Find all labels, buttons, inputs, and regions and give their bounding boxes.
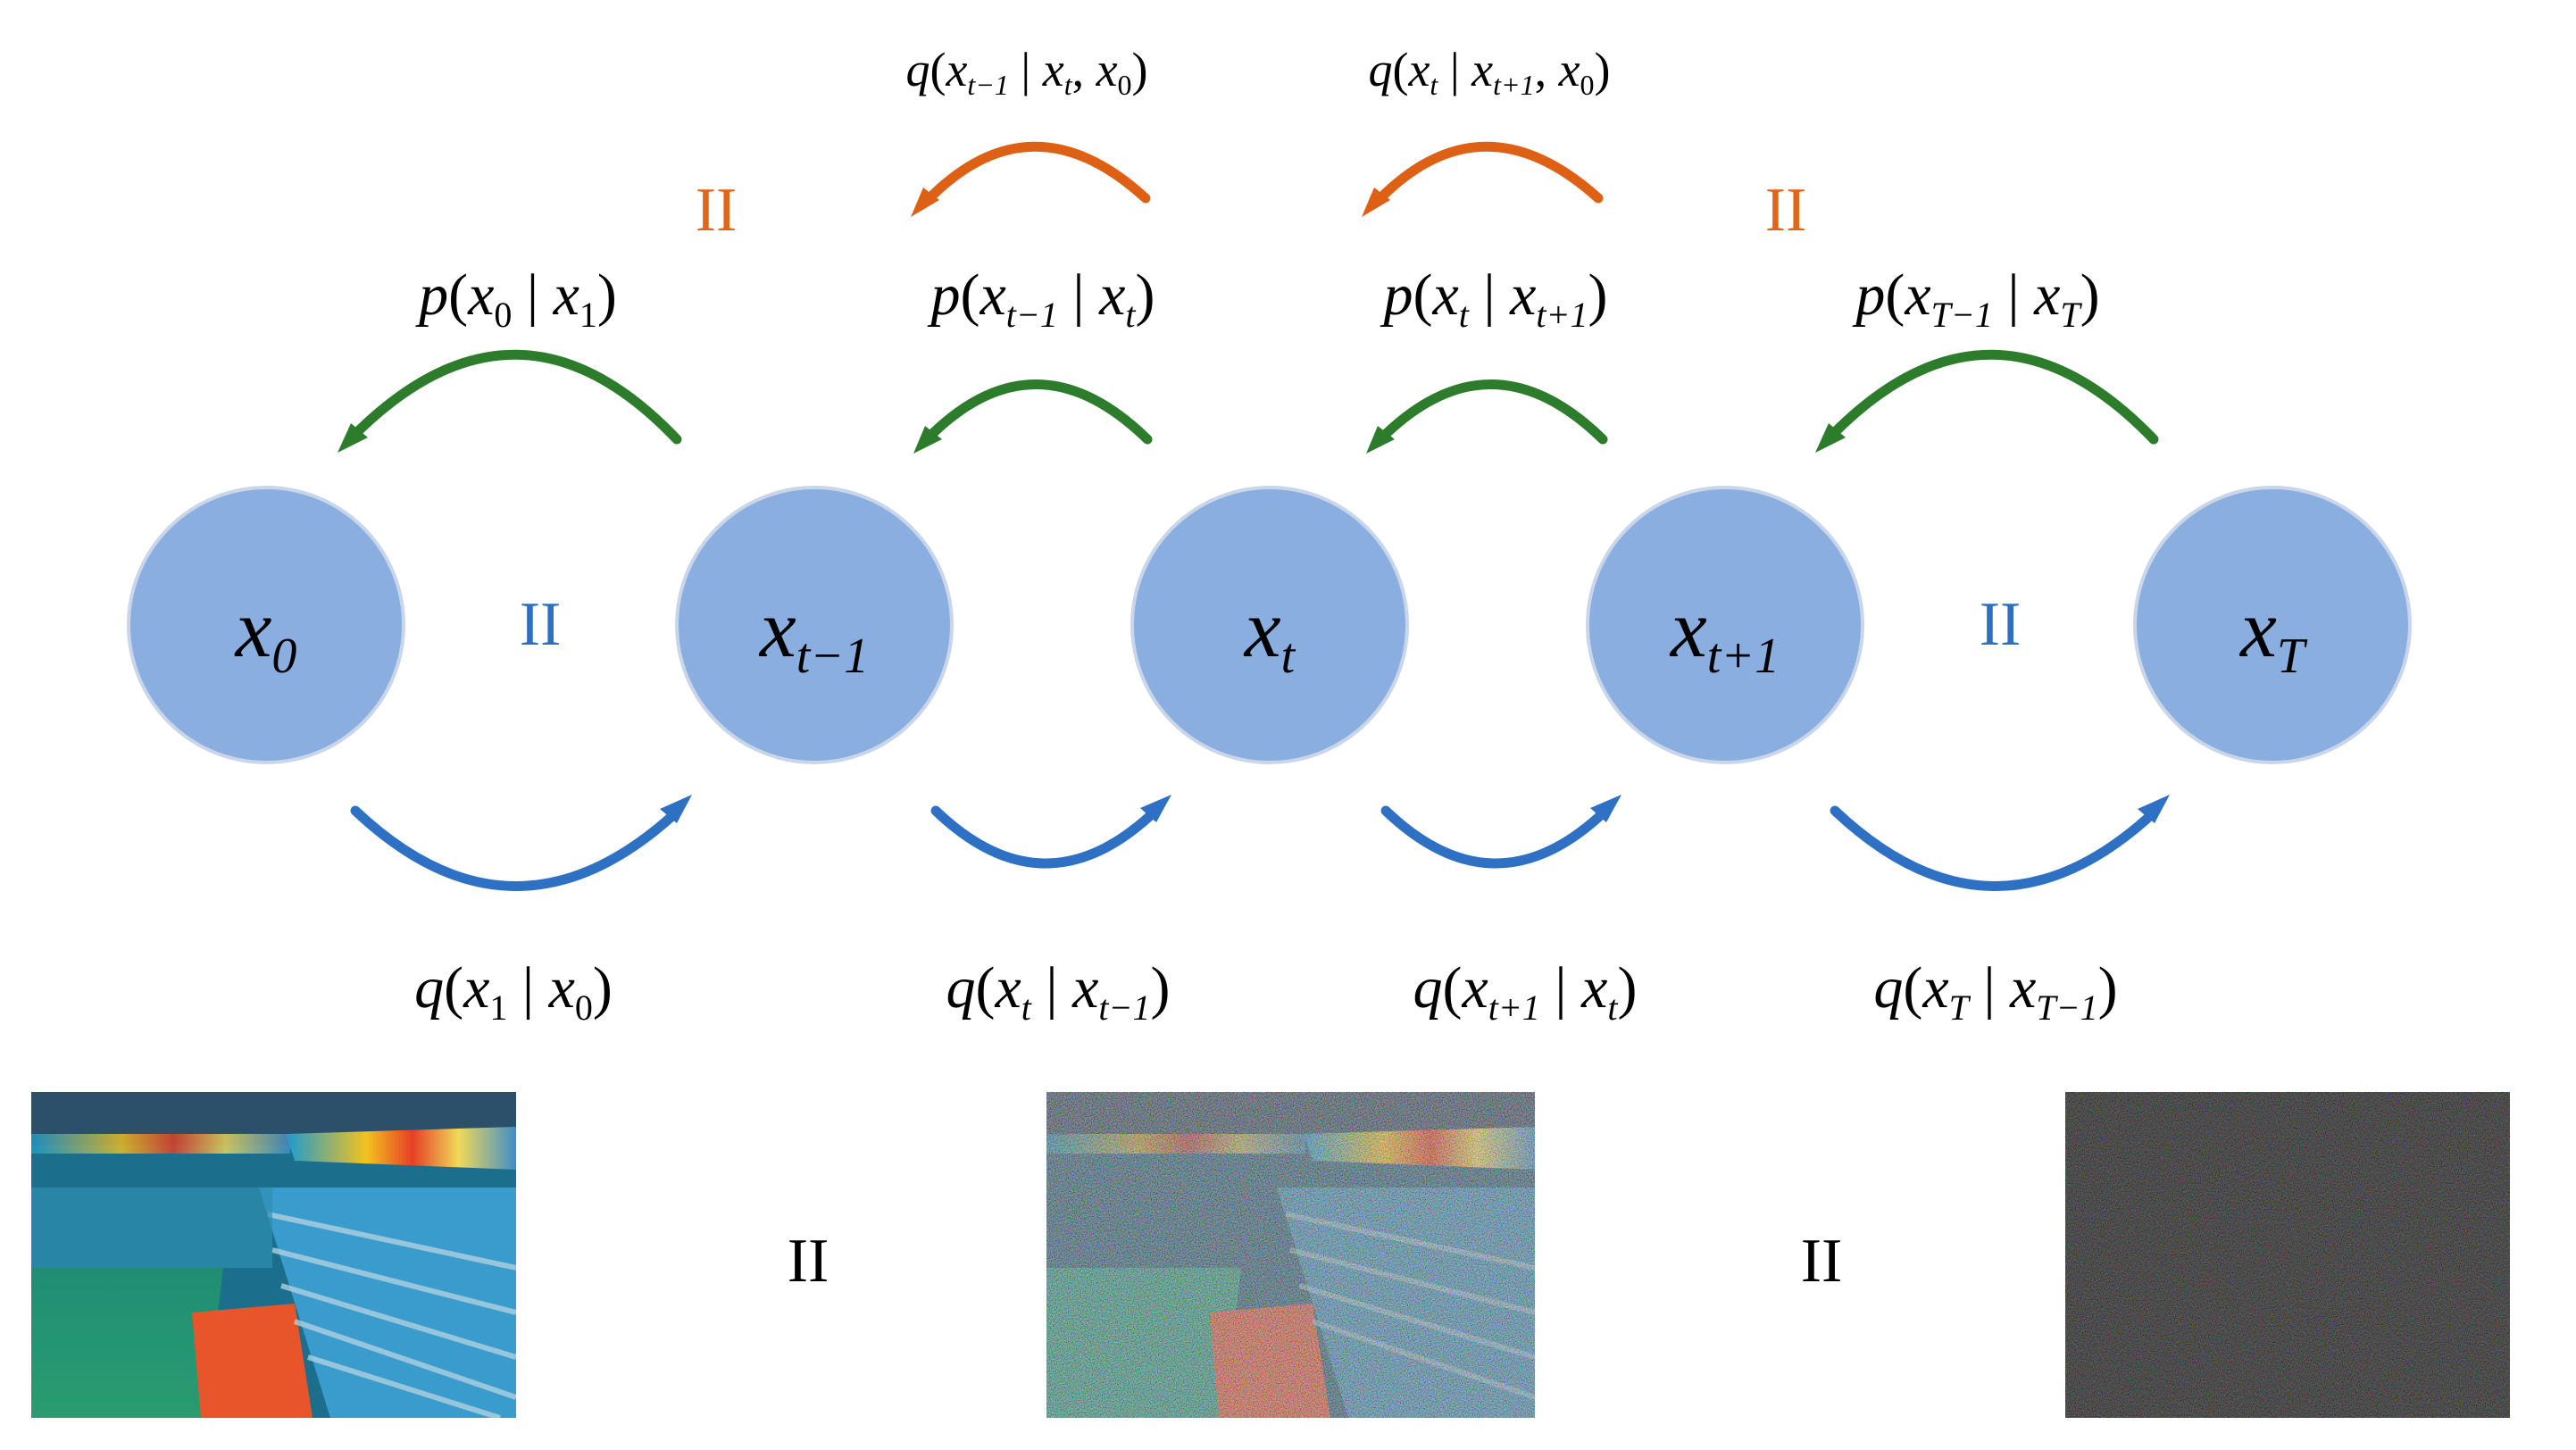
reverse-label: p(xt | xt+1) [1380,262,1607,335]
node-x-t: xt [1130,486,1409,764]
forward-label: q(xt+1 | xt) [1413,955,1637,1028]
node-x-T: xT [2133,486,2412,764]
noisy-stadium-image [1046,1092,1535,1418]
ellipsis-mark: II [1980,590,2022,659]
forward-label: q(x1 | x0) [414,955,613,1028]
node-x-t-plus-1: xt+1 [1586,486,1864,764]
ellipsis-mark: II [520,590,562,659]
node-circle [1586,486,1864,764]
node-circle [2133,486,2412,764]
forward-arrow-4 [1830,805,2157,891]
node-circle [127,486,405,764]
ellipsis-mark: II [1765,176,1807,245]
node-circle [675,486,954,764]
reverse-arrow-4-head [1815,423,1846,453]
reverse-label: p(x0 | x1) [415,262,617,335]
node-label: xt [1243,583,1296,684]
forward-arrows [350,795,2170,891]
node-x-t-minus-1: xt−1 [675,486,954,764]
posterior-label: q(xt | xt+1, x0) [1368,43,1610,101]
node-label: xT [2238,583,2308,684]
node-x0: x0 [127,486,405,764]
ellipsis-mark: II [696,176,738,245]
forward-arrow-3-head [1590,795,1621,822]
forward-arrow-1-head [660,795,692,823]
ellipsis-mark: II [788,1227,829,1296]
reverse-arrow-2 [923,379,1153,445]
reverse-arrow-4 [1827,349,2159,445]
node-label: xt+1 [1669,583,1780,684]
forward-arrow-4-head [2138,795,2170,823]
forward-label: q(xT | xT−1) [1873,955,2117,1028]
posterior-arrows [911,141,1604,217]
pure-noise-image [2065,1092,2510,1418]
reverse-arrow-3-head [1366,426,1395,454]
reverse-arrow-2-head [913,426,942,454]
posterior-arrow-2 [1372,141,1604,206]
forward-arrow-2-head [1140,795,1171,822]
reverse-arrow-1 [349,349,682,445]
node-label: x0 [234,583,297,684]
posterior-arrow-1 [921,141,1151,206]
reverse-arrow-1-head [338,423,368,453]
node-circle [1130,486,1409,764]
forward-arrow-2 [930,805,1159,869]
clean-stadium-image [31,1092,516,1418]
forward-arrow-1 [350,805,679,891]
posterior-label: q(xt−1 | xt, x0) [905,43,1147,101]
forward-label: q(xt | xt−1) [946,955,1170,1028]
reverse-label: p(xT−1 | xT) [1852,262,2099,335]
posterior-arrow-2-head [1362,188,1390,217]
node-label: xt−1 [758,583,869,684]
reverse-arrows [338,349,2159,454]
forward-arrow-3 [1380,805,1609,869]
reverse-label: p(xt−1 | xt) [927,262,1155,335]
reverse-arrow-3 [1377,379,1608,445]
posterior-arrow-1-head [911,188,939,217]
ellipsis-mark: II [1801,1227,1843,1296]
